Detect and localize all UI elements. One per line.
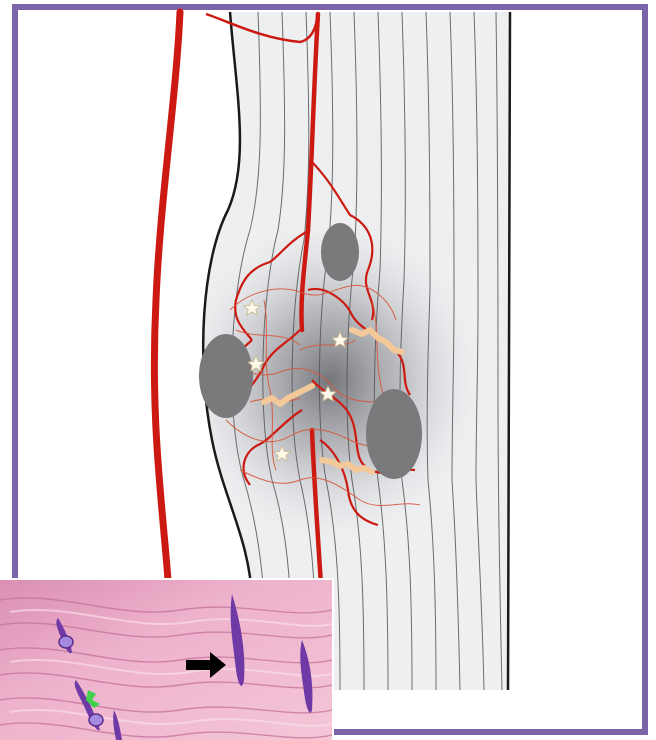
cell-left [199, 334, 253, 418]
cell-top [321, 223, 359, 281]
cell-right [366, 389, 422, 479]
nucleus-round-1 [59, 636, 73, 648]
nucleus-round-2 [89, 714, 103, 726]
histology-inset [0, 578, 334, 740]
